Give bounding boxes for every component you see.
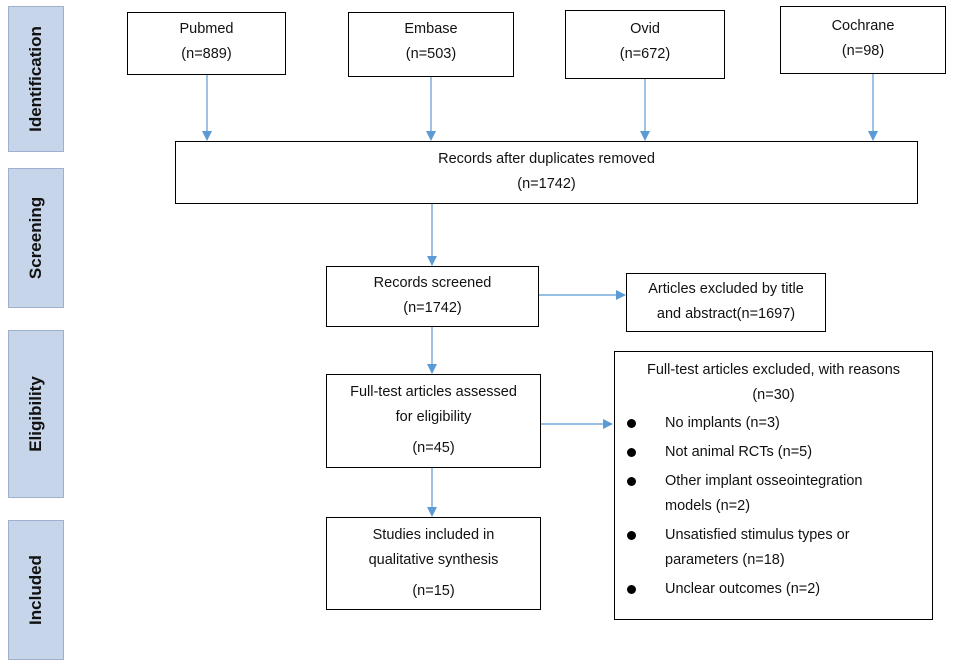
stage-eligibility: Eligibility (8, 330, 64, 498)
included-line1: Studies included in (372, 527, 495, 543)
excluded-title-line2: and abstract(n=1697) (656, 306, 796, 322)
included-count: (n=15) (412, 583, 455, 599)
fulltext-excluded-count: (n=30) (752, 387, 795, 403)
stage-included: Included (8, 520, 64, 660)
records-screened-box: Records screened (n=1742) (326, 266, 539, 327)
bullet-icon (627, 585, 636, 594)
records-screened-label: Records screened (373, 275, 492, 291)
duplicates-removed-label: Records after duplicates removed (438, 151, 655, 167)
exclusion-reason-text: Other implant osseointegration (665, 473, 863, 489)
excluded-title-line1: Articles excluded by title (648, 281, 804, 297)
source-box-ovid: Ovid (n=672) (565, 10, 725, 79)
bullet-icon (627, 531, 636, 540)
records-screened-count: (n=1742) (403, 300, 462, 316)
stage-screening: Screening (8, 168, 64, 308)
bullet-icon (627, 419, 636, 428)
source-name: Cochrane (831, 18, 895, 34)
source-count: (n=503) (405, 46, 457, 62)
fulltext-assessed-line1: Full-test articles assessed (350, 384, 517, 400)
exclusion-reason-text: Unsatisfied stimulus types or (665, 527, 850, 543)
duplicates-removed-box: Records after duplicates removed (n=1742… (175, 141, 918, 204)
exclusion-reason-text-cont: models (n=2) (665, 498, 751, 514)
exclusion-reason-text: Not animal RCTs (n=5) (665, 444, 813, 460)
exclusion-reason: Not animal RCTs (n=5) (615, 440, 932, 465)
source-count: (n=98) (841, 43, 885, 59)
fulltext-assessed-count: (n=45) (412, 440, 455, 456)
exclusion-reason: Other implant osseointegration models (n… (615, 469, 932, 519)
fulltext-assessed-box: Full-test articles assessed for eligibil… (326, 374, 541, 468)
exclusion-reason-text-cont: parameters (n=18) (665, 552, 785, 568)
included-studies-box: Studies included in qualitative synthesi… (326, 517, 541, 610)
source-box-pubmed: Pubmed (n=889) (127, 12, 286, 75)
fulltext-excluded-box: Full-test articles excluded, with reason… (614, 351, 933, 620)
exclusion-reason: No implants (n=3) (615, 411, 932, 436)
excluded-title-box: Articles excluded by title and abstract(… (626, 273, 826, 332)
source-box-embase: Embase (n=503) (348, 12, 514, 77)
source-name: Pubmed (179, 21, 234, 37)
bullet-icon (627, 477, 636, 486)
source-count: (n=889) (181, 46, 232, 62)
source-name: Ovid (630, 21, 660, 37)
bullet-icon (627, 448, 636, 457)
exclusion-reasons-list: No implants (n=3) Not animal RCTs (n=5) … (615, 411, 932, 602)
exclusion-reason-text: Unclear outcomes (n=2) (665, 581, 821, 597)
exclusion-reason: Unsatisfied stimulus types or parameters… (615, 523, 932, 573)
duplicates-removed-count: (n=1742) (517, 176, 576, 192)
source-name: Embase (404, 21, 458, 37)
source-count: (n=672) (619, 46, 671, 62)
source-box-cochrane: Cochrane (n=98) (780, 6, 946, 74)
included-line2: qualitative synthesis (368, 552, 499, 568)
fulltext-assessed-line2: for eligibility (395, 409, 472, 425)
stage-identification: Identification (8, 6, 64, 152)
exclusion-reason-text: No implants (n=3) (665, 415, 780, 431)
fulltext-excluded-title: Full-test articles excluded, with reason… (646, 362, 901, 378)
exclusion-reason: Unclear outcomes (n=2) (615, 577, 932, 602)
